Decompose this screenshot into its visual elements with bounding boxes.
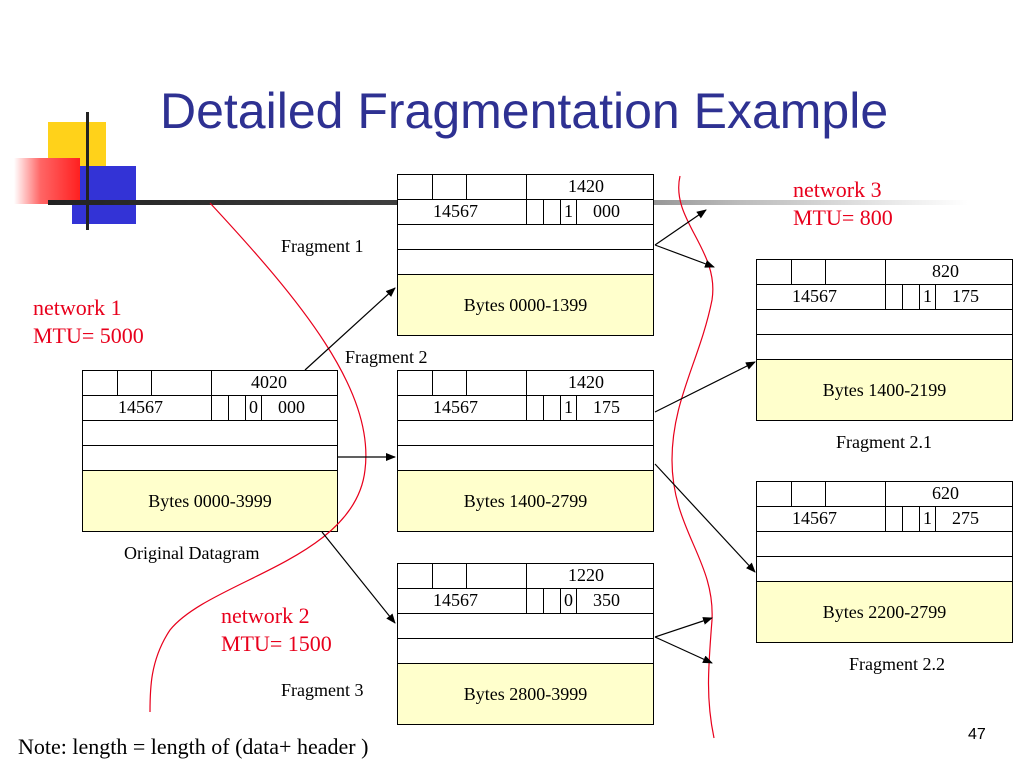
network-2-label: network 2 MTU= 1500 xyxy=(221,602,332,658)
arrow-orig-to-frag3 xyxy=(321,531,396,624)
header-row-ident: 14567 0 350 xyxy=(398,589,653,614)
mf-flag-field: 0 xyxy=(249,397,258,417)
length-field: 1420 xyxy=(568,176,604,196)
fragment-3-packet: 1220 14567 0 350 Bytes 2800-3999 xyxy=(397,563,654,725)
mf-flag-field: 1 xyxy=(923,508,932,528)
offset-field: 275 xyxy=(952,508,979,528)
fragment-2-label: Fragment 2 xyxy=(345,347,428,367)
fragment-2-1-label: Fragment 2.1 xyxy=(836,432,932,452)
arrow-frag2-to-frag21 xyxy=(654,361,756,413)
header-row-ident: 14567 1 275 xyxy=(757,507,1012,532)
offset-field: 175 xyxy=(952,286,979,306)
header-row-ident: 14567 1 000 xyxy=(398,200,653,225)
network-3-name: network 3 xyxy=(793,177,882,202)
length-field: 820 xyxy=(932,261,959,281)
mf-flag-field: 1 xyxy=(564,201,573,221)
mf-flag-field: 1 xyxy=(564,397,573,417)
network-1-label: network 1 MTU= 5000 xyxy=(33,294,144,350)
header-row-length: 1220 xyxy=(398,564,653,589)
decor-vertical-line xyxy=(86,112,89,230)
length-field: 620 xyxy=(932,483,959,503)
identification-field: 14567 xyxy=(792,286,837,306)
network-1-name: network 1 xyxy=(33,295,122,320)
identification-field: 14567 xyxy=(433,590,478,610)
fragment-2-2-label: Fragment 2.2 xyxy=(849,654,945,674)
fragment-1-packet: 1420 14567 1 000 Bytes 0000-1399 xyxy=(397,174,654,336)
header-row-ident: 14567 0 000 xyxy=(83,396,337,421)
mf-flag-field: 1 xyxy=(923,286,932,306)
arrow-frag3-out-upper xyxy=(654,617,713,638)
arrow-frag2-to-frag22 xyxy=(654,463,756,573)
fragment-3-label: Fragment 3 xyxy=(281,680,364,700)
network-2-mtu: MTU= 1500 xyxy=(221,631,332,656)
length-field: 4020 xyxy=(251,372,287,392)
slide-title: Detailed Fragmentation Example xyxy=(160,83,889,139)
data-bytes: Bytes 0000-1399 xyxy=(398,275,653,335)
network-boundary-1-2 xyxy=(149,202,367,713)
data-bytes: Bytes 2800-3999 xyxy=(398,664,653,724)
arrow-orig-to-frag1 xyxy=(304,287,396,371)
fragment-2-1-packet: 820 14567 1 175 Bytes 1400-2199 xyxy=(756,259,1013,421)
decor-red-square xyxy=(14,158,80,204)
decor-blue-square xyxy=(72,166,136,224)
footnote: Note: length = length of (data+ header ) xyxy=(18,734,369,759)
header-row-length: 4020 xyxy=(83,371,337,396)
header-row-length: 620 xyxy=(757,482,1012,507)
offset-field: 000 xyxy=(278,397,305,417)
network-3-mtu: MTU= 800 xyxy=(793,205,893,230)
header-row-ident: 14567 1 175 xyxy=(398,396,653,421)
header-row-ident: 14567 1 175 xyxy=(757,285,1012,310)
network-3-label: network 3 MTU= 800 xyxy=(793,176,893,232)
fragment-2-packet: 1420 14567 1 175 Bytes 1400-2799 xyxy=(397,370,654,532)
arrow-frag1-out-upper xyxy=(654,209,707,246)
offset-field: 000 xyxy=(593,201,620,221)
page-number: 47 xyxy=(968,726,986,743)
original-datagram-label: Original Datagram xyxy=(124,543,260,563)
mf-flag-field: 0 xyxy=(564,590,573,610)
identification-field: 14567 xyxy=(433,397,478,417)
data-bytes: Bytes 2200-2799 xyxy=(757,582,1012,642)
identification-field: 14567 xyxy=(433,201,478,221)
header-row-length: 1420 xyxy=(398,371,653,396)
offset-field: 175 xyxy=(593,397,620,417)
header-row-length: 1420 xyxy=(398,175,653,200)
length-field: 1420 xyxy=(568,372,604,392)
offset-field: 350 xyxy=(593,590,620,610)
arrow-frag1-out-lower xyxy=(654,244,715,268)
original-datagram-packet: 4020 14567 0 000 Bytes 0000-3999 xyxy=(82,370,338,532)
arrow-frag3-out-lower xyxy=(654,636,713,664)
identification-field: 14567 xyxy=(118,397,163,417)
network-1-mtu: MTU= 5000 xyxy=(33,323,144,348)
fragment-2-2-packet: 620 14567 1 275 Bytes 2200-2799 xyxy=(756,481,1013,643)
fragment-1-label: Fragment 1 xyxy=(281,236,364,256)
network-2-name: network 2 xyxy=(221,603,310,628)
data-bytes: Bytes 1400-2799 xyxy=(398,471,653,531)
header-row-length: 820 xyxy=(757,260,1012,285)
data-bytes: Bytes 1400-2199 xyxy=(757,360,1012,420)
data-bytes: Bytes 0000-3999 xyxy=(83,471,337,531)
network-boundary-2-3 xyxy=(671,175,715,739)
length-field: 1220 xyxy=(568,565,604,585)
identification-field: 14567 xyxy=(792,508,837,528)
